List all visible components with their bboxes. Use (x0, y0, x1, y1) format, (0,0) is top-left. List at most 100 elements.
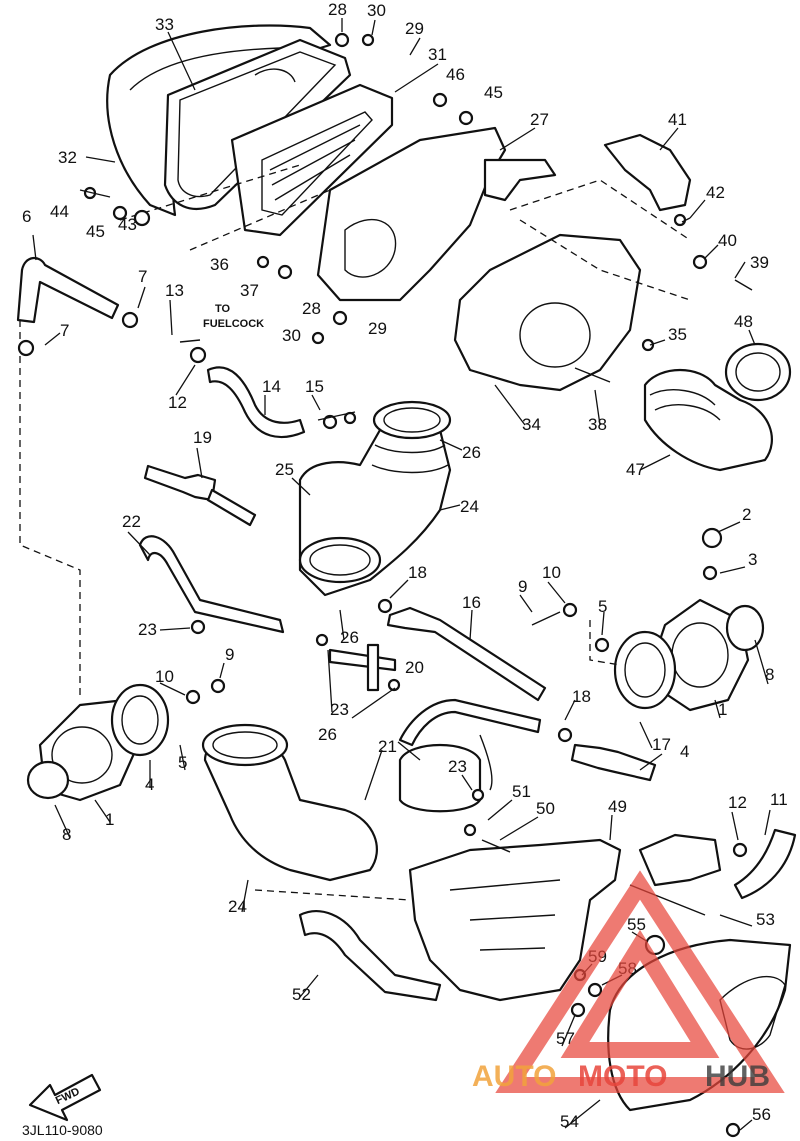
callout: 40 (718, 231, 737, 250)
callout: 28 (328, 0, 347, 19)
callout: 5 (598, 597, 607, 616)
o-ring-8-right (725, 604, 765, 652)
callout: 12 (168, 393, 187, 412)
callout: 54 (560, 1112, 579, 1131)
hose-14 (206, 366, 306, 439)
callout: 17 (652, 735, 671, 754)
callout: 1 (105, 810, 114, 829)
canister-cylinder (398, 744, 482, 813)
intake-joint-24-lower (201, 723, 378, 882)
callout: 21 (378, 737, 397, 756)
breather-hose-6 (16, 257, 120, 324)
svg-text:FUELCOCK: FUELCOCK (203, 318, 264, 330)
callout: 43 (118, 215, 137, 234)
callout: 5 (178, 753, 187, 772)
callout: 12 (728, 793, 747, 812)
assembly-line-a (119, 164, 331, 251)
automotohub-watermark: AUTO MOTO HUB (472, 870, 785, 1093)
fasteners (17, 32, 748, 1138)
callout: 55 (627, 915, 646, 934)
hose-17 (570, 743, 657, 782)
watermark-auto: AUTO (472, 1060, 556, 1093)
callout: 28 (302, 299, 321, 318)
assembly-line-b (509, 179, 691, 301)
callout: 7 (60, 321, 69, 340)
callout: 45 (484, 83, 503, 102)
callout: 50 (536, 799, 555, 818)
callout: 2 (742, 505, 751, 524)
callout: 32 (58, 148, 77, 167)
callout: 26 (340, 628, 359, 647)
callout: 44 (50, 202, 69, 221)
callout: 22 (122, 512, 141, 531)
callout: 27 (530, 110, 549, 129)
callout: 13 (165, 281, 184, 300)
clamp-4-right (613, 630, 677, 710)
callout: 23 (138, 620, 157, 639)
callout: 18 (572, 687, 591, 706)
clamp-4-left (110, 683, 170, 757)
watermark-hub: HUB (705, 1060, 770, 1093)
bolts (79, 189, 753, 916)
callout: 38 (588, 415, 607, 434)
air-cleaner-gasket-33 (163, 38, 352, 210)
leader-lines (32, 18, 771, 1131)
callout: 26 (318, 725, 337, 744)
assembly-line-c (19, 320, 81, 700)
bracket-49 (408, 838, 622, 1002)
callout: 11 (770, 790, 788, 809)
pipe-20 (328, 643, 397, 692)
clamp-48 (724, 342, 792, 402)
callout: 45 (86, 222, 105, 241)
callout: 15 (305, 377, 324, 396)
callout: 47 (626, 460, 645, 479)
callout: 16 (462, 593, 481, 612)
callout: 24 (460, 497, 479, 516)
callout: 42 (706, 183, 725, 202)
callout: 34 (522, 415, 541, 434)
callout-labels: 1 1 2 3 4 4 5 5 6 7 7 8 8 9 9 10 10 11 1… (22, 0, 788, 1131)
callout: 41 (668, 110, 687, 129)
assembly-line-d (589, 620, 621, 666)
o-ring-8-left (26, 760, 70, 800)
callout: 29 (368, 319, 387, 338)
bracket-52 (298, 910, 442, 1002)
hose-16 (386, 606, 547, 702)
fitting-53 (638, 833, 722, 887)
callout: 10 (155, 667, 174, 686)
air-duct-34 (453, 233, 642, 392)
callout: 35 (668, 325, 687, 344)
callout: 49 (608, 797, 627, 816)
assembly-line-e (254, 889, 411, 901)
callout: 1 (718, 700, 727, 719)
air-cleaner-case-27 (316, 126, 557, 302)
callout: 20 (405, 658, 424, 677)
hose-19 (143, 464, 257, 527)
callout: 23 (330, 700, 349, 719)
callout: 26 (462, 443, 481, 462)
callout: 36 (210, 255, 229, 274)
fwd-arrow: FWD (28, 1073, 102, 1122)
callout: 14 (262, 377, 281, 396)
clamp-26-mid (298, 536, 382, 584)
callout: 37 (240, 281, 259, 300)
callout: 51 (512, 782, 531, 801)
callout: 23 (448, 757, 467, 776)
callout: 25 (275, 460, 294, 479)
watermark-moto: MOTO (578, 1060, 667, 1093)
hose-22 (138, 535, 285, 634)
callout: 31 (428, 45, 447, 64)
callout: 18 (408, 563, 427, 582)
bracket-41 (603, 133, 692, 212)
callout: 6 (22, 207, 31, 226)
callout: 39 (750, 253, 769, 272)
diagram-code: 3JL110-9080 (22, 1122, 103, 1138)
callout: 46 (446, 65, 465, 84)
joint-47 (643, 368, 773, 472)
callout: 33 (155, 15, 174, 34)
callout: 7 (138, 267, 147, 286)
callout: 19 (193, 428, 212, 447)
callout: 30 (367, 1, 386, 20)
callout: 8 (62, 825, 71, 844)
